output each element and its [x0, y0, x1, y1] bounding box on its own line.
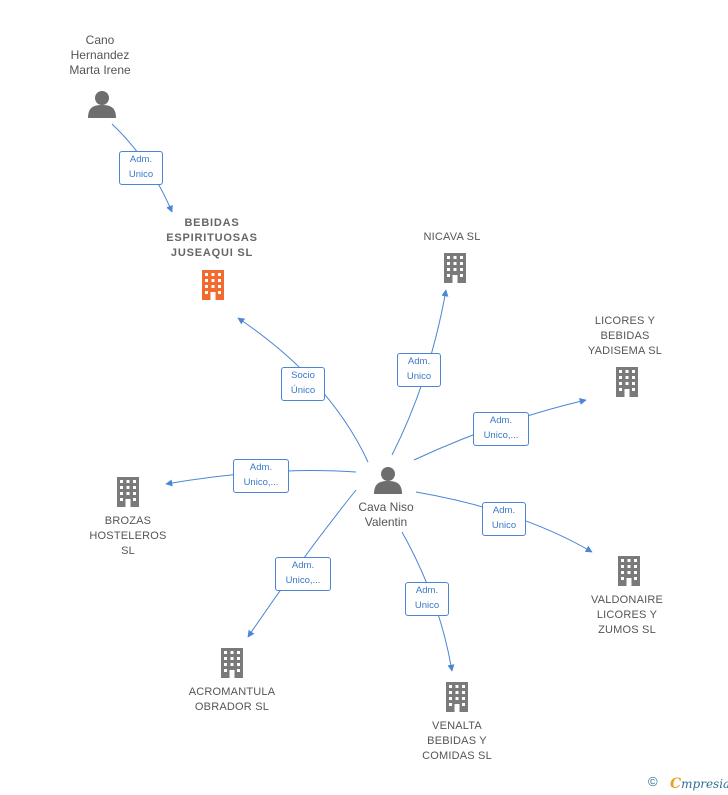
node-label-bebidas[interactable]: BEBIDAS ESPIRITUOSAS JUSEAQUI SL [166, 217, 258, 259]
edge-label-cava-bebidas[interactable]: Socio Único [281, 367, 325, 401]
node-label-cava[interactable]: Cava Niso Valentin [358, 500, 414, 529]
edge-label-cava-acromantula[interactable]: Adm. Unico,... [275, 557, 331, 591]
node-label-valdonaire[interactable]: VALDONAIRE LICORES Y ZUMOS SL [590, 594, 664, 636]
building-icon[interactable] [202, 270, 224, 300]
person-icon[interactable] [88, 91, 116, 118]
edge-label-cava-nicava[interactable]: Adm. Unico [397, 353, 441, 387]
edge-label-cava-brozas[interactable]: Adm. Unico,... [233, 459, 289, 493]
person-icon[interactable] [374, 467, 402, 494]
brand-logo[interactable]: Cmpresia [670, 776, 728, 792]
node-label-cano[interactable]: Cano Hernandez Marta Irene [69, 33, 131, 77]
building-icon[interactable] [616, 367, 638, 397]
node-label-venalta[interactable]: VENALTA BEBIDAS Y COMIDAS SL [422, 720, 492, 762]
edge-label-cava-venalta[interactable]: Adm. Unico [405, 582, 449, 616]
edge-label-cava-licores[interactable]: Adm. Unico,... [473, 412, 529, 446]
node-label-acromantula[interactable]: ACROMANTULA OBRADOR SL [188, 686, 276, 713]
copyright-symbol: © [648, 774, 658, 789]
node-label-brozas[interactable]: BROZAS HOSTELEROS SL [89, 515, 167, 557]
brand-logo-initial: C [670, 776, 682, 792]
node-label-licores[interactable]: LICORES Y BEBIDAS YADISEMA SL [587, 315, 663, 357]
building-icon[interactable] [117, 477, 139, 507]
edge-lines [111, 123, 593, 672]
node-label-nicava[interactable]: NICAVA SL [423, 231, 481, 243]
brand-logo-text: mpresia [681, 777, 728, 791]
edge-label-cano-bebidas[interactable]: Adm. Unico [119, 151, 163, 185]
building-icon[interactable] [446, 682, 468, 712]
building-icon[interactable] [618, 556, 640, 586]
edge-label-cava-valdonaire[interactable]: Adm. Unico [482, 502, 526, 536]
building-icon[interactable] [444, 253, 466, 283]
building-icon[interactable] [221, 648, 243, 678]
